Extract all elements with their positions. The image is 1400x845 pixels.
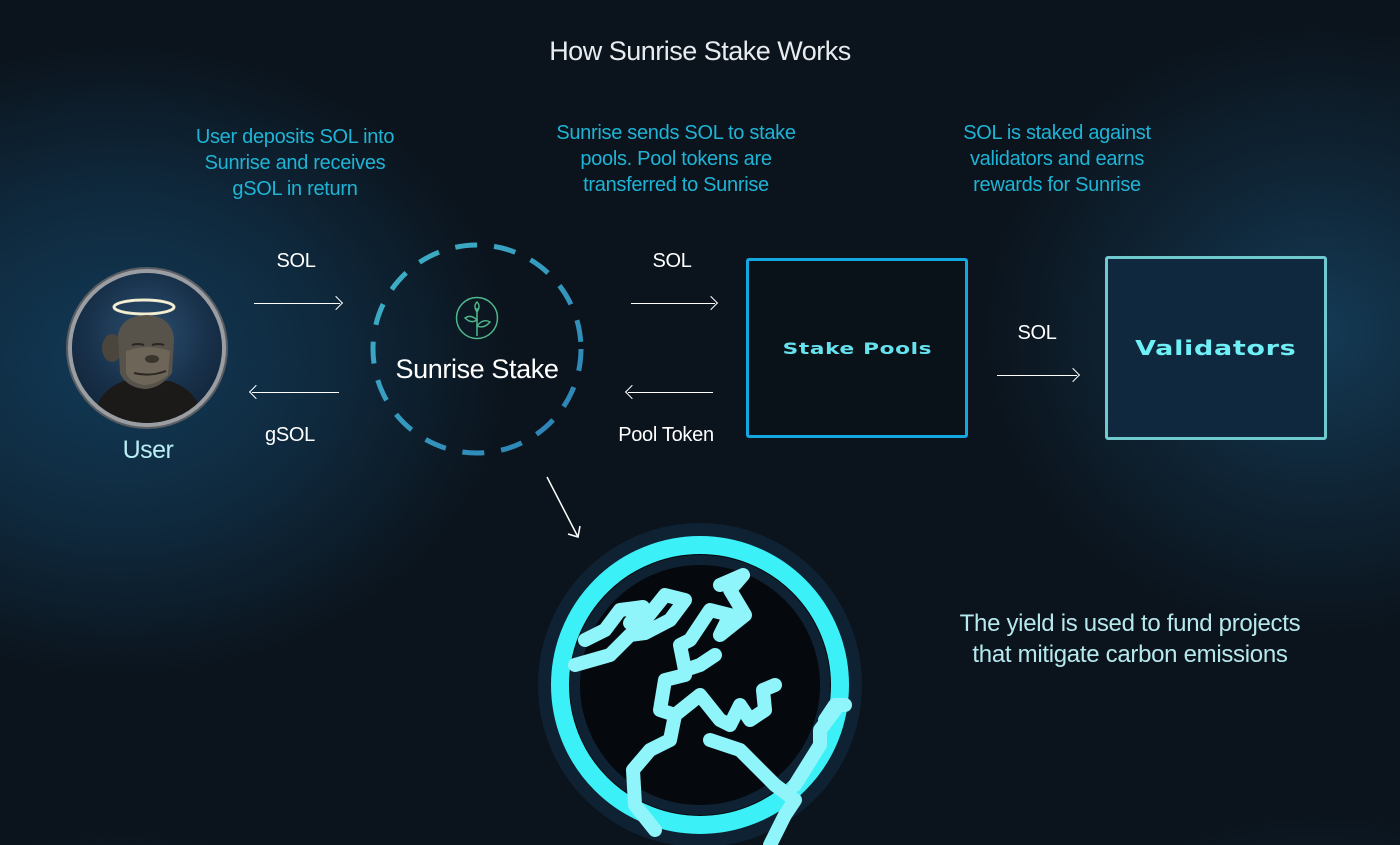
arrow-left-icon — [252, 392, 339, 393]
arrow-right-icon — [254, 303, 340, 304]
sunrise-stake-node — [370, 242, 584, 456]
flow-label-sol-in: SOL — [276, 250, 316, 272]
arrow-down-right-icon — [546, 476, 581, 538]
flow-label-gsol-out: gSOL — [265, 424, 315, 446]
description-line: validators and earns — [969, 148, 1145, 170]
description-line: gSOL in return — [232, 178, 358, 200]
description-line: SOL is staked against — [963, 122, 1151, 144]
validators-description: SOL is staked against validators and ear… — [920, 120, 1194, 198]
description-line: rewards for Sunrise — [973, 174, 1141, 196]
yield-line: The yield is used to fund projects — [959, 610, 1301, 637]
flow-label-pool-token: Pool Token — [618, 424, 714, 446]
flow-label-sol-to-validators: SOL — [1017, 322, 1057, 344]
pools-description: Sunrise sends SOL to stake pools. Pool t… — [520, 120, 832, 198]
description-line: Sunrise and receives — [204, 152, 386, 174]
page-title: How Sunrise Stake Works — [549, 36, 851, 66]
description-line: pools. Pool tokens are — [580, 148, 772, 170]
sprout-icon — [455, 296, 499, 340]
arrow-right-icon — [997, 375, 1077, 376]
globe-icon — [538, 523, 862, 845]
description-line: User deposits SOL into — [195, 126, 395, 148]
deposit-description: User deposits SOL into Sunrise and recei… — [150, 124, 440, 202]
user-label: User — [122, 436, 174, 464]
validators-label: Validators — [1135, 336, 1297, 360]
stake-pools-label: Stake Pools — [782, 338, 932, 358]
monkey-avatar-icon — [92, 298, 204, 423]
arrow-left-icon — [628, 392, 713, 393]
arrow-right-icon — [631, 303, 715, 304]
sunrise-stake-label: Sunrise Stake — [395, 354, 559, 384]
user-avatar — [72, 273, 222, 423]
yield-description: The yield is used to fund projects that … — [930, 608, 1330, 670]
description-line: Sunrise sends SOL to stake — [556, 122, 796, 144]
validators-node: Validators — [1105, 256, 1327, 440]
yield-line: that mitigate carbon emissions — [972, 641, 1288, 668]
stake-pools-node: Stake Pools — [746, 258, 968, 438]
description-line: transferred to Sunrise — [583, 174, 769, 196]
flow-label-sol-to-pools: SOL — [652, 250, 692, 272]
